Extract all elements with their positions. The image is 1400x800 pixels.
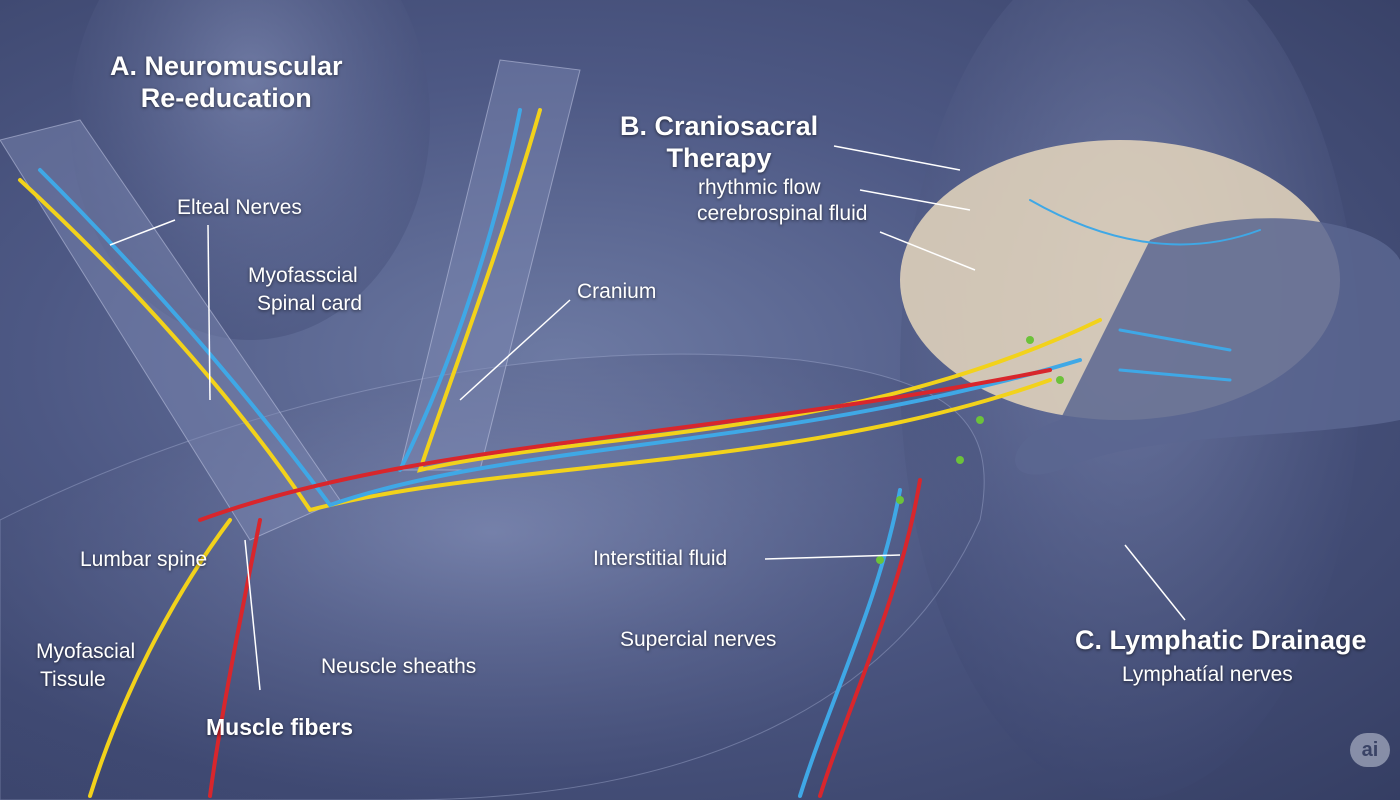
section-a-title: A. Neuromuscular Re-education (110, 50, 343, 114)
label-supercial-nerves: Supercial nerves (620, 628, 777, 651)
section-c-title: C. Lymphatic Drainage (1075, 625, 1367, 655)
leader-lines (109, 145, 1186, 691)
section-b-sub-1: rhythmic flow (698, 176, 821, 199)
label-lumbar-spine: Lumbar spine (80, 548, 208, 571)
lymph-nodes (876, 336, 1064, 564)
section-b-title-line1: B. Craniosacral (620, 111, 819, 141)
section-c-sub: Lymphatíal nerves (1122, 663, 1293, 686)
section-a-title-line1: A. Neuromuscular (110, 51, 343, 81)
label-neuscle-sheaths: Neuscle sheaths (321, 655, 477, 678)
label-spinal-card: Spinal card (257, 292, 363, 315)
label-elteal-nerves: Elteal Nerves (177, 196, 302, 219)
ai-watermark-badge: ai (1350, 733, 1390, 767)
nerve-bundles (18, 108, 1261, 798)
label-myofascial: Myofascial (36, 640, 136, 663)
section-b-title: B. Craniosacral Therapy (620, 110, 818, 174)
section-b-sub-2: cerebrospinal fluid (697, 202, 868, 225)
section-a-title-line2: Re-education (140, 83, 312, 113)
label-myofasscial: Myofasscial (248, 264, 358, 287)
label-interstitial-fluid: Interstitial fluid (593, 547, 728, 570)
label-cranium: Cranium (577, 280, 657, 303)
label-muscle-fibers: Muscle fibers (206, 714, 353, 740)
section-b-title-line2: Therapy (666, 143, 772, 173)
label-tissule: Tissule (40, 668, 106, 691)
therapist-torso-left (70, 0, 430, 340)
